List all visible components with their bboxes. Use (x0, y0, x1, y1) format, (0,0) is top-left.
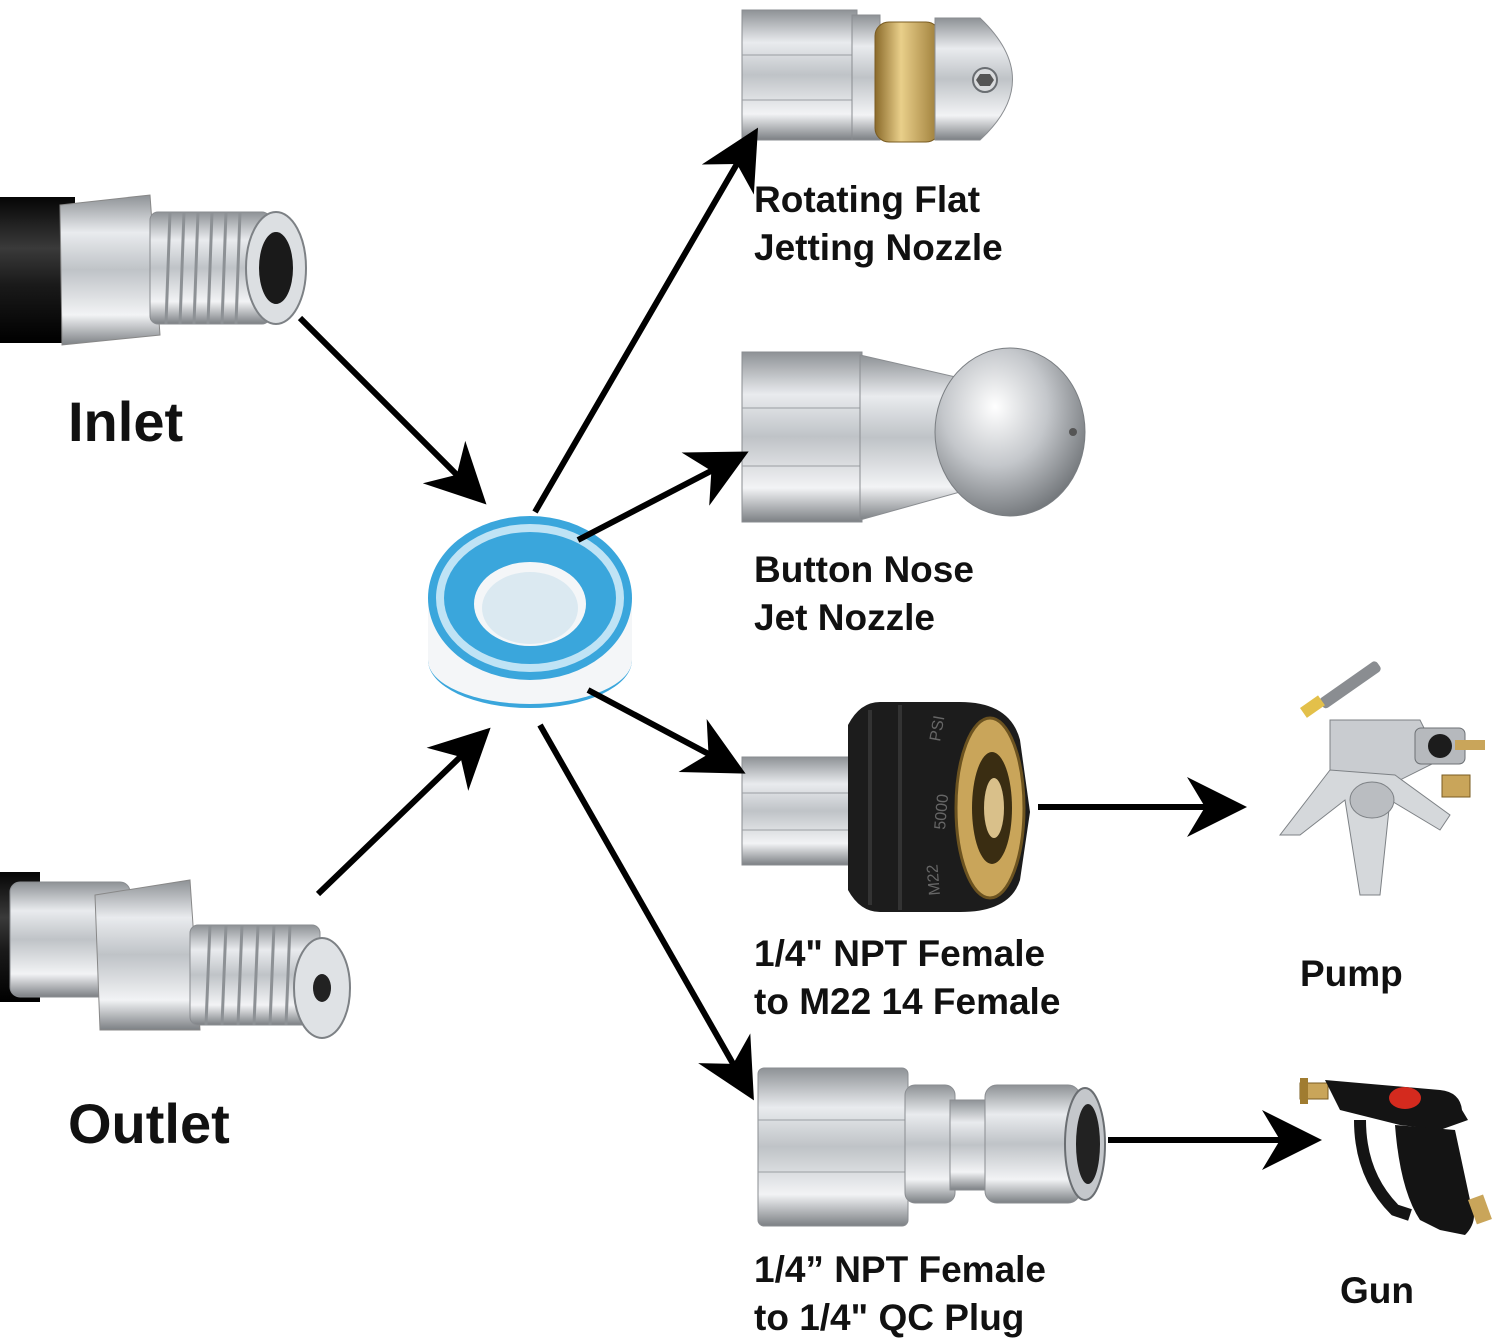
m22-nut-marking-m22: M22 (924, 864, 944, 897)
rotating-nozzle-label-line2: Jetting Nozzle (754, 227, 1003, 268)
m22-nut-marking-psi: PSI (927, 714, 948, 742)
arrow-inlet-to-tape (297, 315, 487, 505)
rotating-nozzle-icon (741, 9, 1013, 143)
hose-inlet-fitting-icon (0, 194, 307, 346)
button-nozzle-label-line1: Button Nose (754, 549, 974, 590)
arrow-tape-to-qc-adapter (537, 723, 754, 1101)
rotating-nozzle-label: Rotating Flat Jetting Nozzle (754, 176, 1003, 272)
flow-arrows (297, 127, 1322, 1170)
gun-label: Gun (1340, 1270, 1414, 1311)
inlet-label: Inlet (68, 390, 184, 453)
qc-adapter-label-line1: 1/4” NPT Female (754, 1249, 1047, 1290)
button-nozzle-icon (741, 347, 1086, 523)
arrow-outlet-to-tape (315, 727, 491, 897)
rotating-nozzle-label-line1: Rotating Flat (754, 179, 981, 220)
qc-adapter-label: 1/4” NPT Female to 1/4" QC Plug (754, 1246, 1046, 1342)
qc-adapter-label-line2: to 1/4" QC Plug (754, 1297, 1025, 1338)
arrow-tape-to-rotating-nozzle (532, 127, 759, 514)
outlet-label: Outlet (68, 1092, 230, 1155)
m22-adapter-icon: PSI 5000 M22 (741, 702, 1030, 912)
m22-adapter-label-line1: 1/4" NPT Female (754, 933, 1046, 974)
qc-plug-adapter-icon (757, 1067, 1106, 1227)
hose-outlet-fitting-icon (0, 872, 351, 1039)
spray-gun-icon (1299, 1078, 1492, 1235)
m22-adapter-label: 1/4" NPT Female to M22 14 Female (754, 930, 1060, 1026)
arrow-tape-to-m22-adapter (586, 687, 746, 774)
m22-adapter-label-line2: to M22 14 Female (754, 981, 1061, 1022)
arrow-tape-to-button-nozzle (576, 451, 749, 543)
pump-icon (1278, 661, 1485, 896)
m22-nut-marking-5000: 5000 (932, 793, 952, 830)
button-nozzle-label-line2: Jet Nozzle (754, 597, 935, 638)
teflon-tape-roll-icon (428, 516, 632, 708)
button-nozzle-label: Button Nose Jet Nozzle (754, 546, 974, 642)
pump-label: Pump (1300, 953, 1403, 994)
